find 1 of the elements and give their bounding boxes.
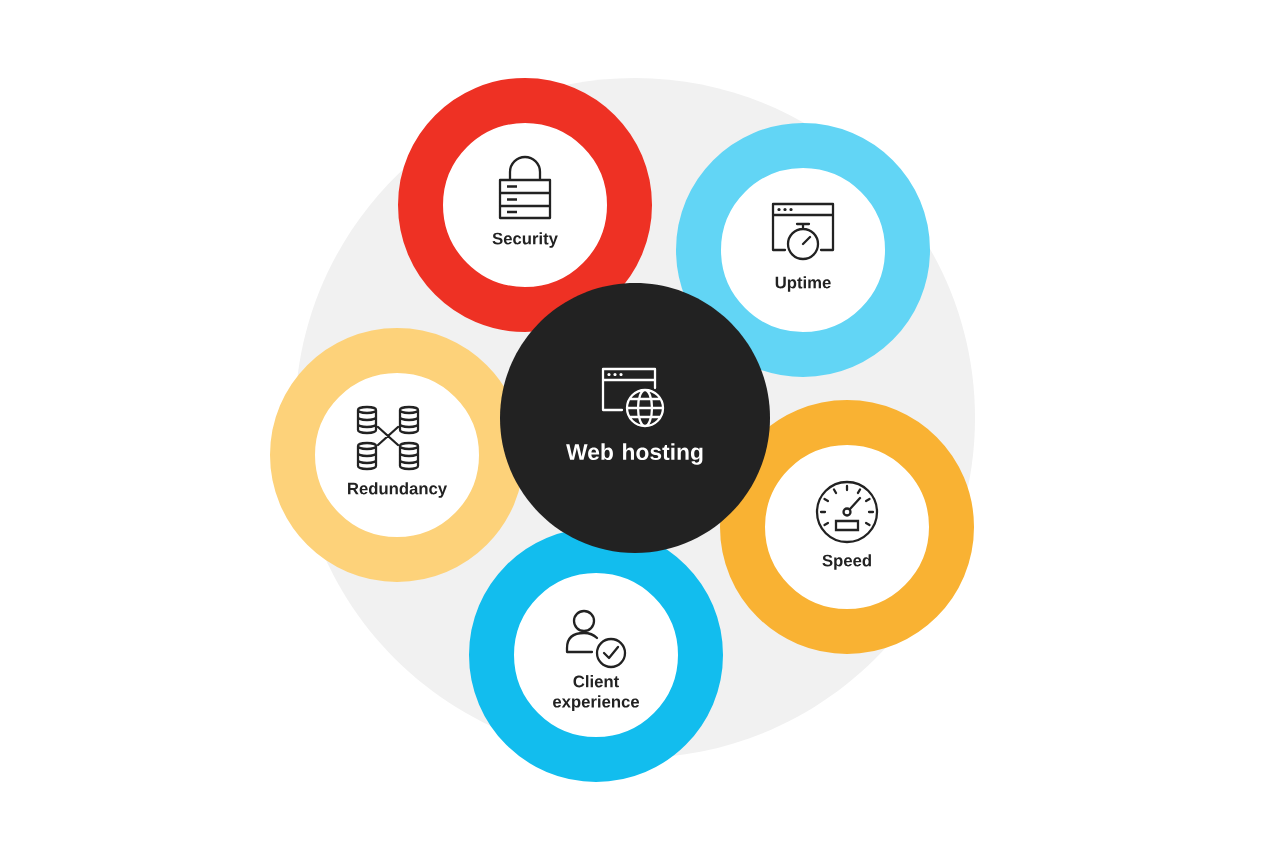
node-label: Web hosting <box>566 443 703 465</box>
